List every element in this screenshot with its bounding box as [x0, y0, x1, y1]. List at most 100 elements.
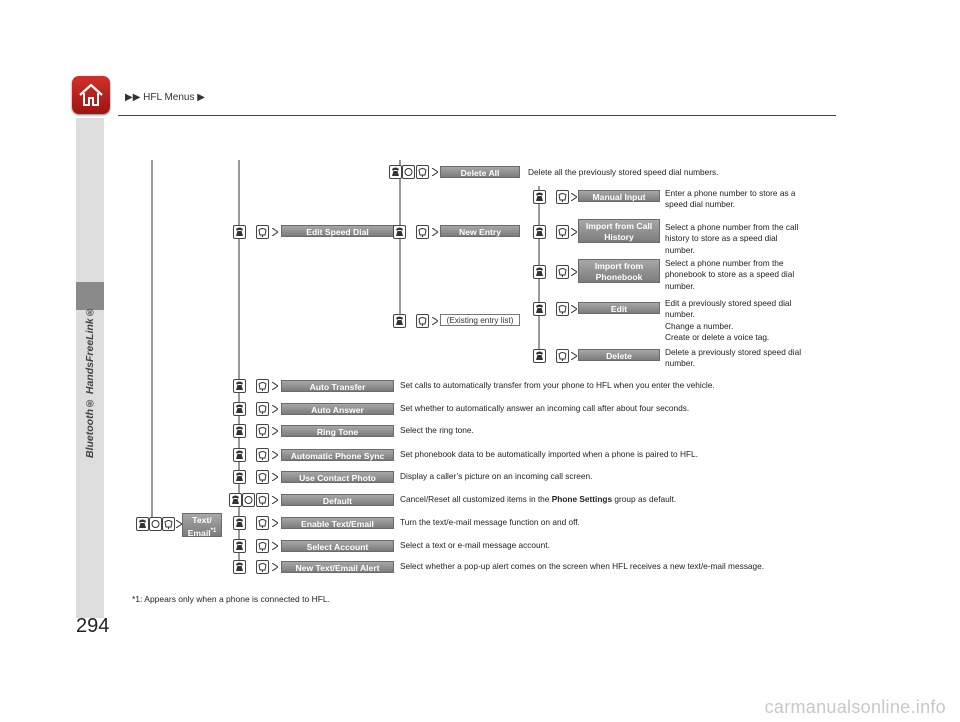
- watermark: carmanualsonline.info: [764, 697, 946, 717]
- phone-icon: [233, 402, 246, 416]
- menu-default[interactable]: Default: [281, 494, 394, 506]
- footnote-marker: *1: [210, 527, 217, 534]
- phone-icon: [233, 560, 246, 574]
- phone-icon: [233, 379, 246, 393]
- phone-icon: [233, 470, 246, 484]
- menu-auto-answer-desc: Set whether to automatically answer an i…: [400, 403, 690, 413]
- arrow-icon: [272, 405, 278, 413]
- arrow-icon: [272, 427, 278, 435]
- footnote: *1: Appears only when a phone is connect…: [132, 594, 330, 604]
- talk-icon: [556, 265, 569, 279]
- menu-select-account[interactable]: Select Account: [281, 540, 394, 552]
- menu-delete-all-desc: Delete all the previously stored speed d…: [528, 167, 719, 177]
- arrow-icon: [272, 519, 278, 527]
- menu-text-email-line1: Text/: [192, 515, 212, 525]
- menu-import-from-call-history-line2: History: [604, 231, 634, 242]
- arrow-icon: [272, 542, 278, 550]
- menu-delete-all[interactable]: Delete All: [440, 166, 520, 178]
- breadcrumb-arrow: ▶: [197, 92, 205, 103]
- talk-icon: [256, 379, 269, 393]
- menu-existing-entry-list[interactable]: (Existing entry list): [440, 314, 520, 326]
- arrow-icon: [571, 193, 577, 201]
- menu-auto-transfer-desc: Set calls to automatically transfer from…: [400, 380, 715, 390]
- arrow-icon: [571, 268, 577, 276]
- menu-automatic-phone-sync[interactable]: Automatic Phone Sync: [281, 449, 394, 461]
- arrow-icon: [432, 228, 438, 236]
- phone-icon: [233, 516, 246, 530]
- page-number: 294: [76, 615, 110, 637]
- breadcrumb[interactable]: ▶▶ HFL Menus ▶: [125, 92, 205, 103]
- phone-icon: [533, 225, 546, 239]
- phone-icon: [233, 424, 246, 438]
- talk-icon: [256, 493, 269, 507]
- menu-ring-tone[interactable]: Ring Tone: [281, 425, 394, 437]
- menu-new-entry[interactable]: New Entry: [440, 225, 520, 237]
- menu-edit-speed-dial[interactable]: Edit Speed Dial: [281, 225, 394, 237]
- talk-icon: [256, 539, 269, 553]
- talk-icon: [256, 402, 269, 416]
- menu-text-email-line2: Email: [187, 527, 211, 538]
- menu-text-email[interactable]: Text/ Email*1: [182, 513, 222, 537]
- menu-delete[interactable]: Delete: [578, 349, 660, 361]
- arrow-icon: [272, 563, 278, 571]
- menu-new-text-email-alert-desc: Select whether a pop-up alert comes on t…: [400, 561, 765, 571]
- menu-import-from-phonebook-line2: Phonebook: [595, 271, 643, 282]
- talk-icon: [416, 225, 429, 239]
- menu-auto-answer[interactable]: Auto Answer: [281, 403, 394, 415]
- breadcrumb-arrows: ▶▶: [125, 92, 141, 103]
- menu-enable-text-email[interactable]: Enable Text/Email: [281, 517, 394, 529]
- phone-icon: [393, 225, 406, 239]
- menu-import-from-call-history-line1: Import from Call: [585, 221, 653, 231]
- arrow-icon: [272, 228, 278, 236]
- talk-icon: [162, 517, 175, 531]
- arrow-icon: [272, 496, 278, 504]
- menu-default-desc: Cancel/Reset all customized items in the…: [400, 494, 676, 505]
- talk-icon: [256, 470, 269, 484]
- menu-automatic-phone-sync-desc: Set phonebook data to be automatically i…: [400, 449, 698, 459]
- arrow-icon: [432, 168, 438, 176]
- talk-icon: [256, 560, 269, 574]
- menu-auto-transfer[interactable]: Auto Transfer: [281, 380, 394, 392]
- scroll-icon: [402, 165, 415, 179]
- arrow-icon: [571, 352, 577, 360]
- phone-icon: [393, 314, 406, 328]
- home-button[interactable]: [72, 76, 110, 114]
- talk-icon: [416, 165, 429, 179]
- talk-icon: [556, 190, 569, 204]
- menu-use-contact-photo[interactable]: Use Contact Photo: [281, 471, 394, 483]
- arrow-icon: [272, 473, 278, 481]
- scroll-icon: [149, 517, 162, 531]
- phone-icon: [136, 517, 149, 531]
- home-icon: [79, 83, 103, 106]
- arrow-icon: [272, 451, 278, 459]
- menu-new-text-email-alert[interactable]: New Text/Email Alert: [281, 561, 394, 573]
- arrow-icon: [571, 228, 577, 236]
- phone-icon: [533, 349, 546, 363]
- sidebar-active-tab[interactable]: [76, 282, 104, 310]
- arrow-icon: [432, 317, 438, 325]
- menu-edit[interactable]: Edit: [578, 302, 660, 314]
- breadcrumb-title[interactable]: HFL Menus: [143, 92, 195, 103]
- phone-icon: [229, 493, 242, 507]
- phone-icon: [533, 302, 546, 316]
- desc-text: group as default.: [612, 494, 677, 504]
- desc-bold: Phone Settings: [551, 494, 613, 504]
- phone-icon: [233, 448, 246, 462]
- talk-icon: [256, 424, 269, 438]
- phone-icon: [389, 165, 402, 179]
- talk-icon: [416, 314, 429, 328]
- menu-use-contact-photo-desc: Display a caller’s picture on an incomin…: [400, 471, 593, 481]
- desc-text: Cancel/Reset all customized items in the: [400, 494, 552, 504]
- menu-manual-input[interactable]: Manual Input: [578, 190, 660, 202]
- talk-icon: [256, 516, 269, 530]
- phone-icon: [533, 265, 546, 279]
- phone-icon: [233, 539, 246, 553]
